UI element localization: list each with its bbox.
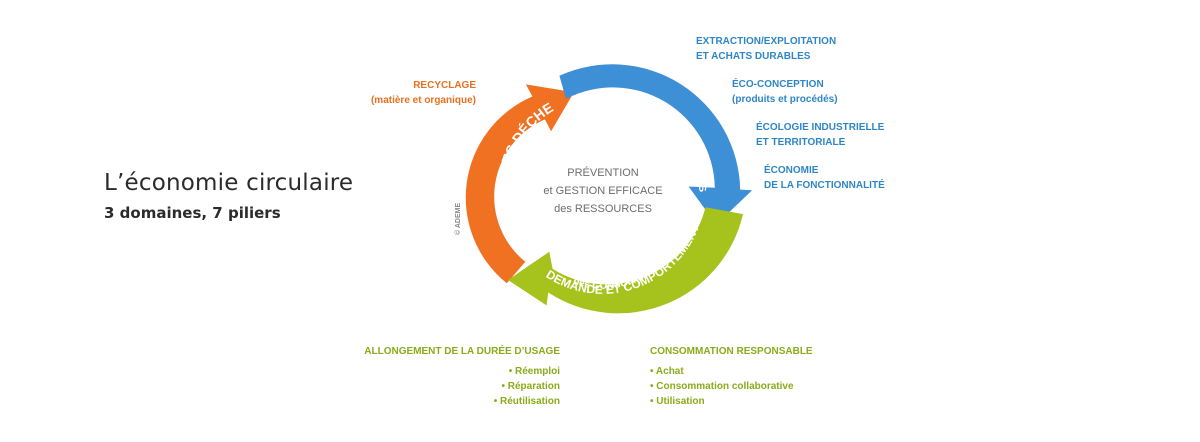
pillar-ecologie-industrielle-line2: ET TERRITORIALE <box>756 137 846 148</box>
pillar-economie-fonctionnalite-line2: DE LA FONCTIONNALITÉ <box>764 180 885 191</box>
pillar-economie-fonctionnalite: ÉCONOMIE DE LA FONCTIONNALITÉ <box>764 163 885 193</box>
pillar-consommation: CONSOMMATION RESPONSABLE • Achat • Conso… <box>650 344 813 409</box>
list-item: • Réutilisation <box>493 396 560 407</box>
pillar-eco-conception-line1: ÉCO-CONCEPTION <box>732 79 824 90</box>
pillar-ecologie-industrielle: ÉCOLOGIE INDUSTRIELLE ET TERRITORIALE <box>756 120 884 150</box>
pillar-recyclage-detail: (matière et organique) <box>370 95 476 106</box>
center-line-1: PRÉVENTION <box>567 166 639 179</box>
waste-arrow <box>465 84 574 284</box>
pillar-ecologie-industrielle-line1: ÉCOLOGIE INDUSTRIELLE <box>756 122 885 133</box>
list-item: • Achat <box>650 366 684 377</box>
pillar-eco-conception: ÉCO-CONCEPTION (produits et procédés) <box>732 77 838 107</box>
waste-arrow-body <box>465 84 574 284</box>
center-line-3: des RESSOURCES <box>554 203 652 215</box>
list-item: • Consommation collaborative <box>650 381 794 392</box>
pillar-extraction: EXTRACTION/EXPLOITATION ET ACHATS DURABL… <box>696 34 836 64</box>
pillar-extraction-line2: ET ACHATS DURABLES <box>696 51 811 62</box>
page-title: L’économie circulaire <box>104 170 354 196</box>
circular-economy-diagram: GESTION DES DÉCHETS OFFRE des ACTEURS ÉC… <box>440 50 753 314</box>
page-subtitle: 3 domaines, 7 piliers <box>104 204 281 222</box>
pillar-allongement: ALLONGEMENT DE LA DURÉE D’USAGE • Réempl… <box>360 344 560 409</box>
pillar-allongement-title: ALLONGEMENT DE LA DURÉE D’USAGE <box>364 346 560 357</box>
pillar-extraction-line1: EXTRACTION/EXPLOITATION <box>696 36 837 47</box>
pillar-economie-fonctionnalite-line1: ÉCONOMIE <box>764 165 819 176</box>
center-text: PRÉVENTION et GESTION EFFICACE des RESSO… <box>543 166 662 215</box>
pillar-consommation-title: CONSOMMATION RESPONSABLE <box>650 346 813 357</box>
pillar-recyclage: RECYCLAGE (matière et organique) <box>350 78 476 108</box>
list-item: • Réparation <box>501 381 560 392</box>
pillar-eco-conception-line2: (produits et procédés) <box>732 94 838 105</box>
pillar-allongement-list: • Réemploi • Réparation • Réutilisation <box>360 364 560 409</box>
list-item: • Réemploi <box>508 366 560 377</box>
ademe-credit: © ADEME <box>454 203 462 235</box>
demand-arrow <box>508 207 743 314</box>
pillar-consommation-list: • Achat • Consommation collaborative • U… <box>650 364 813 409</box>
demand-arrow-body <box>508 207 743 314</box>
list-item: • Utilisation <box>650 396 705 407</box>
center-line-2: et GESTION EFFICACE <box>543 185 662 197</box>
offer-arrow <box>559 64 753 225</box>
offer-arrow-body <box>559 64 753 225</box>
pillar-recyclage-title: RECYCLAGE <box>413 80 476 91</box>
